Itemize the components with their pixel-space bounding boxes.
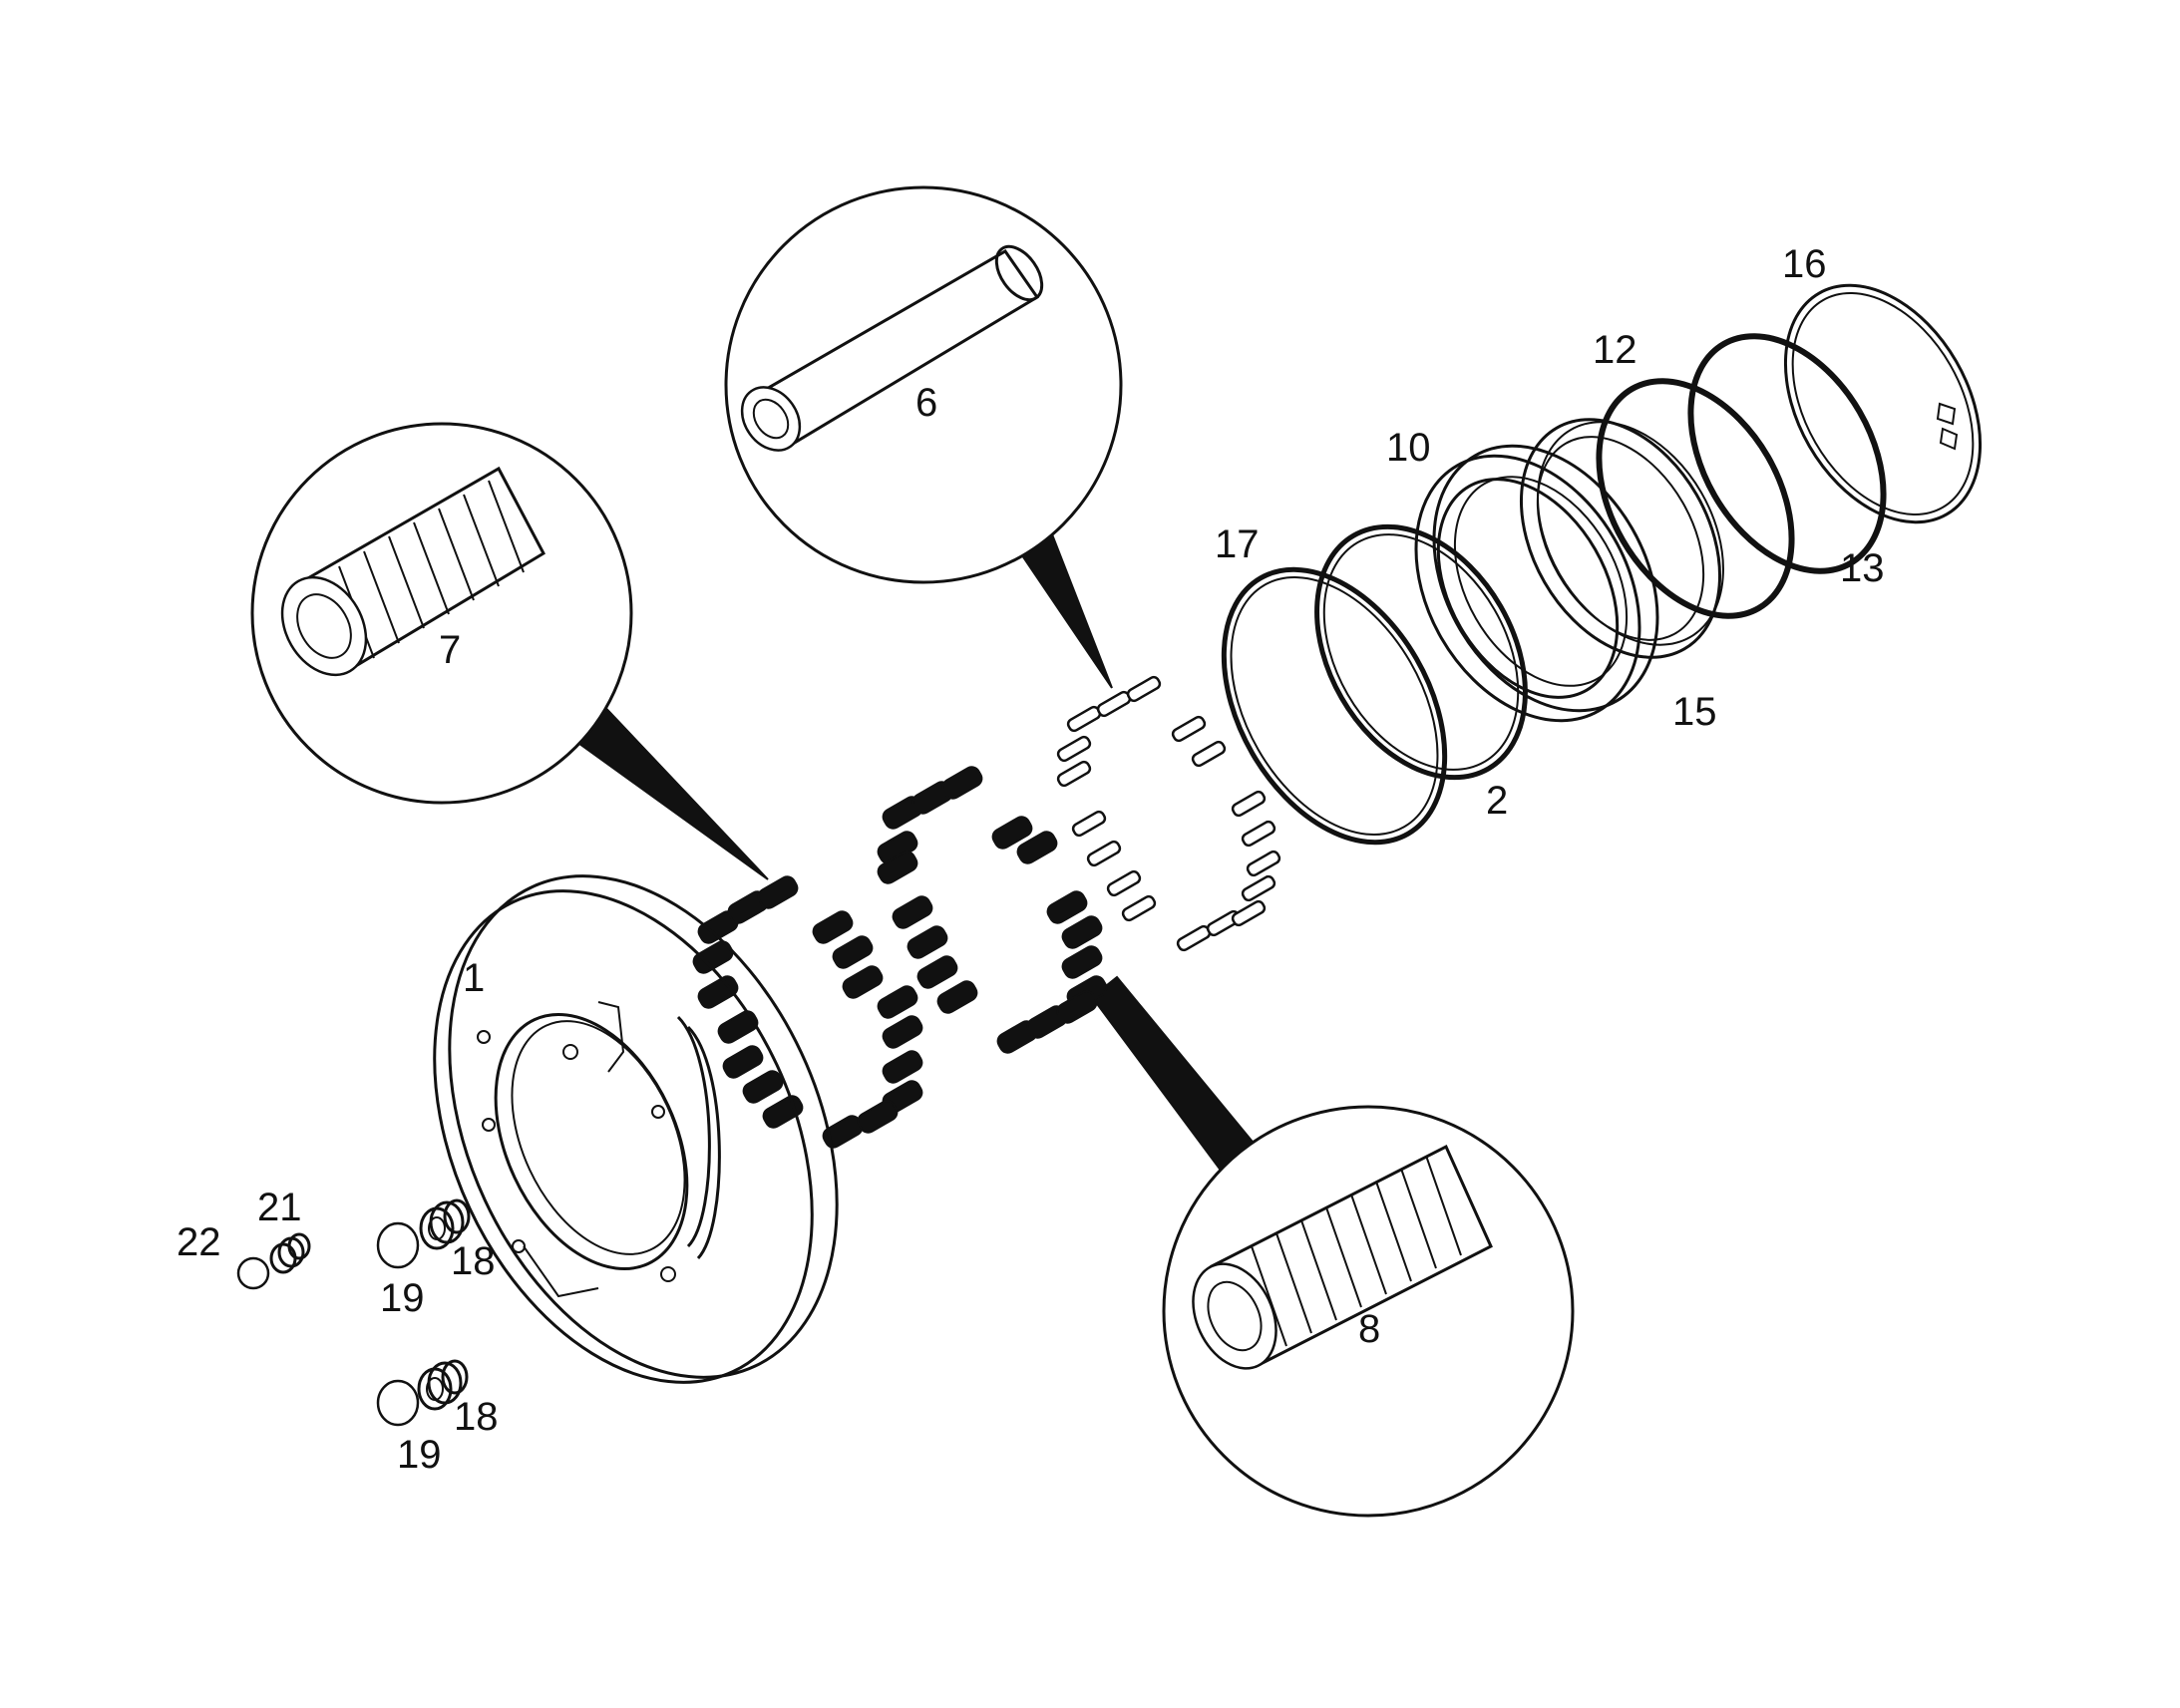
- ring-part-2: [1314, 523, 1528, 781]
- ring-part-13: [1687, 333, 1887, 574]
- label-part-17: 17: [1215, 522, 1260, 566]
- ring-part-15: [1519, 418, 1724, 659]
- label-part-7: 7: [439, 628, 461, 672]
- fitting-part-18-lower: [417, 1359, 469, 1411]
- label-part-22: 22: [177, 1220, 221, 1264]
- label-part-6: 6: [915, 381, 937, 425]
- label-part-19-upper: 19: [380, 1276, 425, 1320]
- label-part-8: 8: [1358, 1307, 1380, 1351]
- pin-pattern-outline: [1056, 675, 1281, 952]
- label-part-18-lower: 18: [454, 1395, 499, 1439]
- label-part-13: 13: [1840, 546, 1885, 590]
- ring-part-12: [1596, 378, 1795, 619]
- bearing-part-10: [1414, 444, 1659, 723]
- spring-part-8: [1192, 1144, 1493, 1370]
- callout-8-pointer: [1090, 975, 1259, 1174]
- callout-part-8: 8: [1090, 975, 1575, 1518]
- label-part-16: 16: [1782, 242, 1827, 286]
- housing-part-1: [433, 874, 839, 1384]
- spring-pattern-solid: [692, 766, 1108, 1149]
- spring-part-7: [280, 466, 545, 677]
- label-part-18-upper: 18: [451, 1239, 496, 1283]
- label-part-2: 2: [1486, 779, 1508, 823]
- callout-part-6: 6: [724, 185, 1123, 689]
- pin-part-6: [740, 244, 1044, 452]
- plug-part-22: [236, 1256, 270, 1290]
- plug-part-19-upper: [376, 1221, 420, 1269]
- ring-part-17: [1221, 566, 1448, 846]
- label-part-15: 15: [1672, 690, 1717, 734]
- label-part-12: 12: [1593, 328, 1637, 372]
- callout-8-circle: [1162, 1105, 1575, 1518]
- plug-part-19-lower: [376, 1379, 420, 1427]
- snap-ring-part-16: [1783, 283, 1983, 524]
- fitting-part-21: [269, 1232, 311, 1274]
- label-part-21: 21: [257, 1186, 302, 1229]
- callout-part-7: 7: [250, 422, 769, 880]
- label-part-19-lower: 19: [397, 1433, 442, 1477]
- callout-6-circle: [724, 185, 1123, 584]
- fitting-part-18-upper: [419, 1198, 471, 1250]
- label-part-10: 10: [1386, 426, 1431, 470]
- label-part-1: 1: [463, 956, 485, 1000]
